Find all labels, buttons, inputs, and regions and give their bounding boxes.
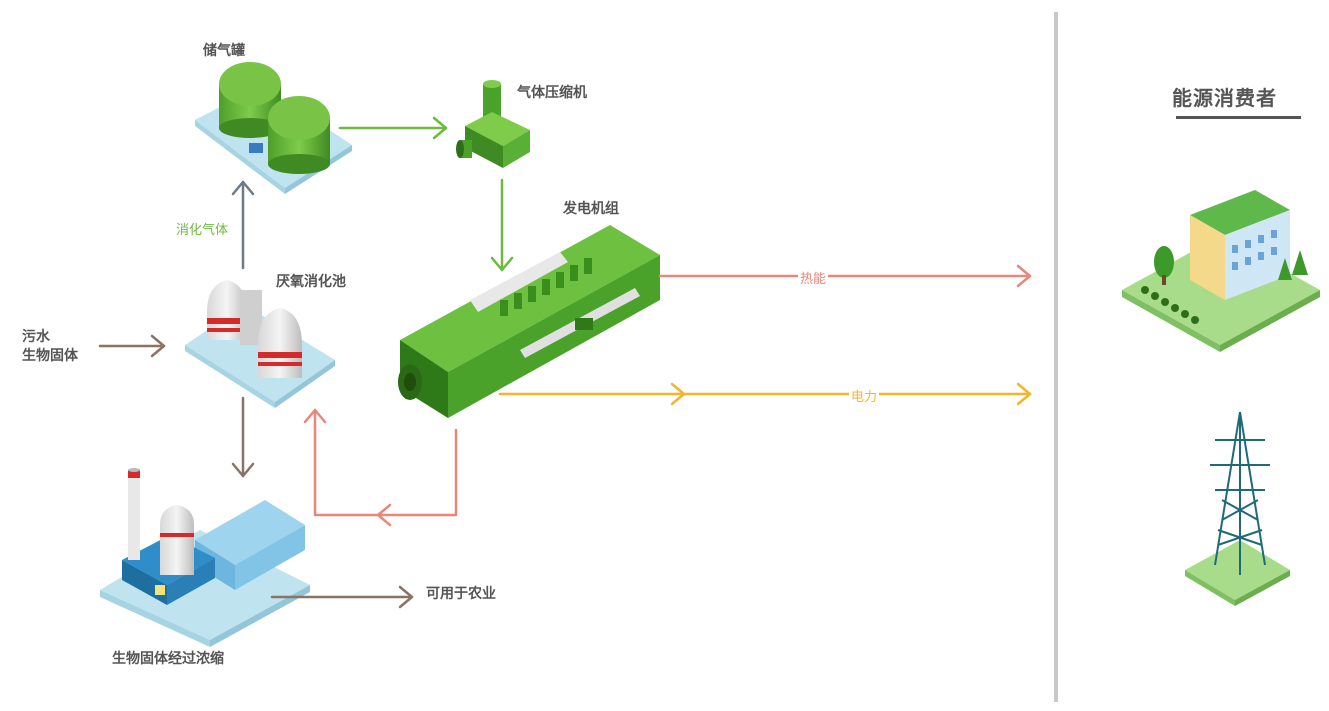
label-biosolids: 生物固体 — [22, 348, 78, 364]
title-underline — [1176, 116, 1301, 119]
arrow-compressor-to-generator — [490, 178, 514, 272]
arrow-sewage-to-digester — [98, 334, 166, 358]
power-tower-icon — [1185, 411, 1290, 606]
label-agriculture: 可用于农业 — [426, 586, 496, 602]
arrow-digester-to-thickening — [231, 396, 255, 478]
gas-storage-icon — [195, 62, 352, 194]
label-generator: 发电机组 — [563, 201, 619, 217]
section-divider — [1054, 12, 1058, 702]
arrow-storage-to-compressor — [338, 116, 448, 140]
label-compressor: 气体压缩机 — [517, 85, 587, 101]
thickening-plant-icon — [100, 468, 310, 647]
arrow-heat-return-to-digester — [303, 408, 458, 527]
arrow-power-to-consumers — [498, 382, 1032, 406]
arrow-heat-to-consumers — [658, 264, 1032, 288]
anaerobic-digester-icon — [185, 280, 335, 408]
arrow-digester-to-storage — [231, 180, 255, 270]
office-building-icon — [1122, 190, 1320, 352]
label-sewage: 污水 — [22, 329, 50, 345]
label-heat: 热能 — [798, 268, 829, 287]
label-thickening: 生物固体经过浓缩 — [112, 651, 224, 667]
gas-compressor-icon — [456, 80, 530, 168]
generator-set-icon — [398, 225, 660, 418]
label-digester-gas: 消化气体 — [176, 223, 229, 238]
energy-consumers-title: 能源消费者 — [1172, 86, 1277, 110]
label-digester: 厌氧消化池 — [276, 274, 346, 290]
arrow-thickening-to-agriculture — [270, 585, 414, 609]
label-gas-storage: 储气罐 — [203, 43, 245, 59]
label-electricity: 电力 — [849, 386, 880, 405]
